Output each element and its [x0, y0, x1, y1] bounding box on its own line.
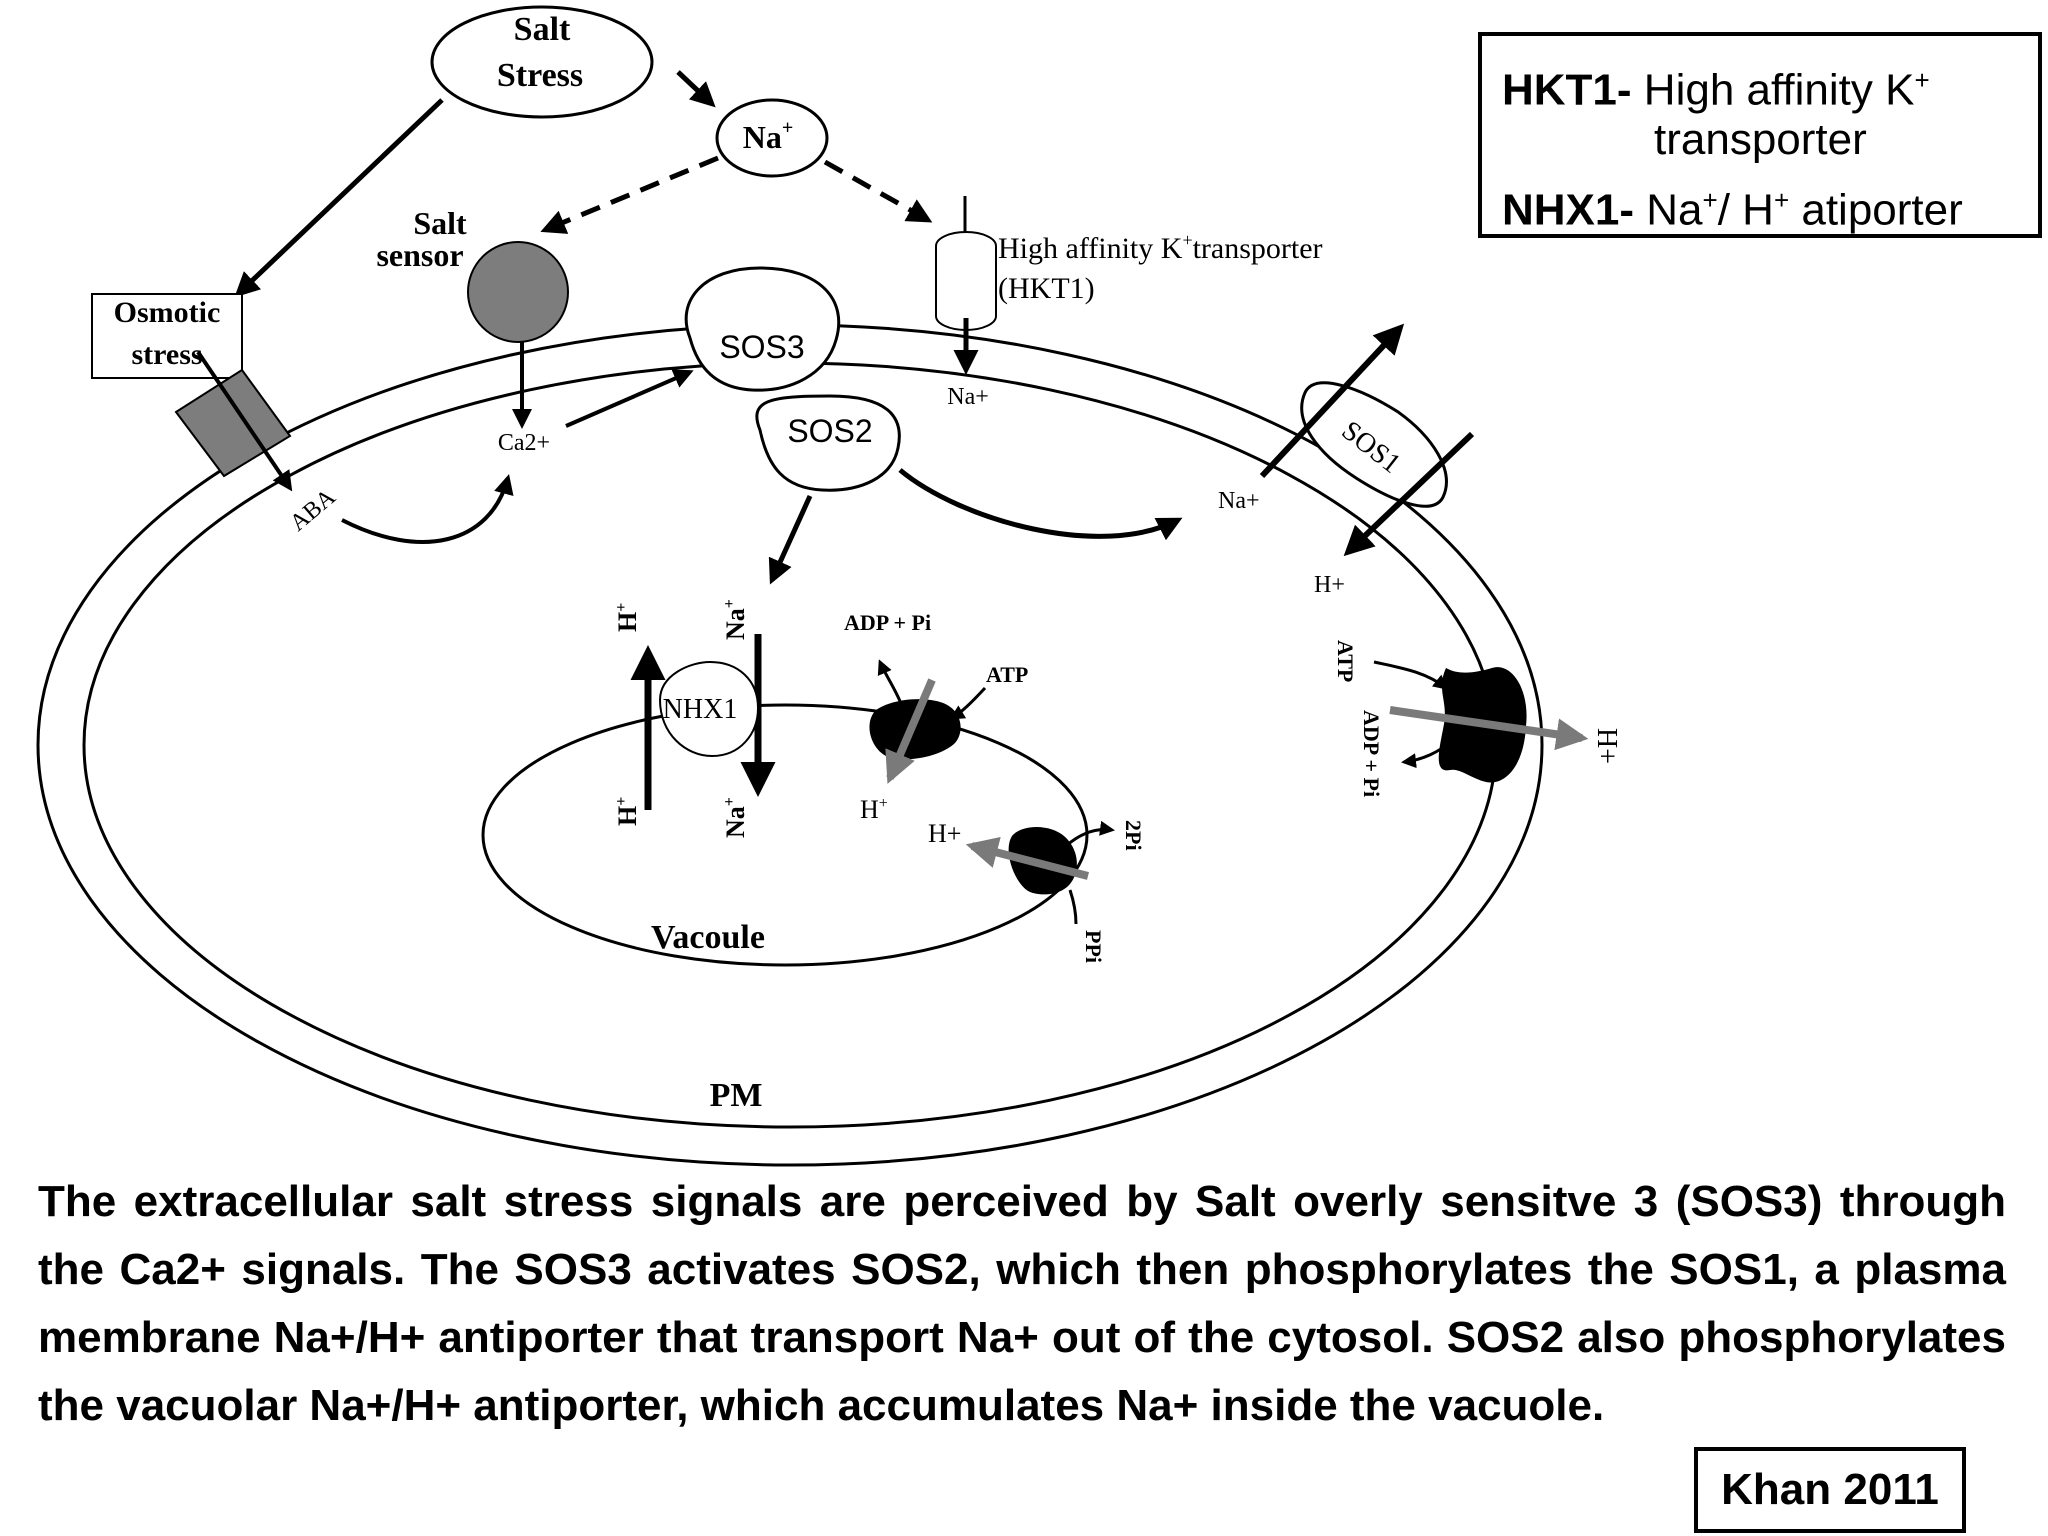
h-nhx1-in-label: H+ [613, 797, 642, 826]
sos3-node [684, 266, 841, 392]
arrow-na-to-sensor [540, 155, 719, 234]
arrow-aba-to-ca [341, 474, 514, 544]
citation-credit: Khan 2011 [1694, 1447, 1966, 1533]
h-sos1-label: H+ [1314, 572, 1345, 598]
pm-label: PM [710, 1077, 763, 1114]
hkt1-cylinder [936, 246, 996, 316]
figure-caption: The extracellular salt stress signals ar… [38, 1177, 2006, 1430]
legend-nhx1-def-mid: / H [1717, 185, 1774, 235]
two-pi-output [1065, 820, 1115, 848]
legend-nhx1-sup-2: + [1773, 185, 1790, 215]
arrow-sos2-to-sos1 [898, 468, 1183, 541]
osmotic-stress-box [91, 293, 243, 379]
h-vac-atp-label: H+ [860, 795, 888, 824]
na-hkt-label: Na+ [947, 384, 989, 410]
salt-stress-node [430, 5, 654, 119]
arrow-salt-to-na [676, 70, 716, 108]
adp-pm-output [1401, 738, 1454, 769]
arrow-osmotic-to-aba [196, 350, 293, 492]
legend-hkt1-term: HKT1- [1502, 65, 1632, 115]
h-nhx1-out-label: H+ [613, 603, 642, 632]
adp-vac-output [877, 659, 904, 707]
arrow-salt-to-osmotic [234, 98, 444, 298]
arrow-na-to-hkt1 [823, 159, 933, 223]
legend-hkt1-row: HKT1- High affinity K+ [1502, 50, 1930, 121]
atp-pm-label: ATP [1333, 640, 1358, 682]
hkt1-label: High affinity K+transporter [998, 230, 1323, 265]
atp-vac-input [949, 686, 987, 720]
two-pi-label: 2Pi [1121, 820, 1146, 851]
salt-stress-label-2: Stress [497, 57, 583, 94]
na-ion-label: Na+ [743, 117, 794, 155]
sos3-label: SOS3 [719, 329, 804, 365]
adp-pi-pm-label: ADP + Pi [1359, 710, 1384, 797]
sos2-node [755, 394, 901, 492]
legend-nhx1-def: Na [1646, 185, 1703, 235]
abbreviation-legend: HKT1- High affinity K+ transporter NHX1-… [1478, 32, 2042, 238]
na-nhx1-in-label: Na+ [721, 797, 750, 838]
salt-sensor-label-2: sensor [376, 237, 463, 273]
arrow-sos2-to-nhx1 [768, 494, 813, 585]
arrow-ca-to-sos3 [565, 369, 694, 428]
osmotic-stress-label-2: stress [131, 338, 202, 371]
arrow-sos1-na-out [1259, 323, 1405, 479]
h-pm-out-label: H+ [1591, 728, 1622, 764]
vacuole-label: Vacoule [651, 919, 765, 956]
arrow-pm-h-out [1389, 706, 1589, 751]
salt-stress-pathway-diagram: Salt Stress Na+ Salt sensor Osmotic stre… [36, 5, 1622, 1167]
arrow-vac-h-in [885, 678, 936, 784]
na-sos1-label: Na+ [1218, 488, 1260, 514]
adp-pi-vac-label: ADP + Pi [844, 610, 931, 635]
hkt1-label-abbrev: (HKT1) [998, 272, 1095, 305]
salt-stress-label-1: Salt [514, 11, 571, 48]
nhx1-protein [658, 660, 760, 758]
atp-pm-input [1373, 660, 1449, 690]
legend-hkt1-def: High affinity K [1643, 65, 1915, 115]
atp-vac-label: ATP [986, 662, 1028, 687]
h-vac-ppi-label: H+ [928, 819, 961, 848]
salt-sensor-protein [467, 241, 569, 343]
ca2-label: Ca2+ [498, 430, 550, 456]
legend-nhx1-term: NHX1- [1502, 185, 1635, 235]
arrow-vac-ppi-h-in [965, 836, 1090, 880]
legend-nhx1-row: NHX1- Na+/ H+ atiporter [1502, 170, 1963, 241]
sos2-label: SOS2 [787, 413, 872, 449]
legend-nhx1-sup-1: + [1702, 185, 1718, 215]
sos1-protein [1300, 381, 1448, 508]
aba-label: ABA [285, 484, 341, 537]
ppi-input [1068, 889, 1078, 925]
osmotic-stress-label-1: Osmotic [114, 296, 221, 329]
arrow-sos1-h-in [1343, 431, 1475, 557]
nhx1-label: NHX1 [663, 694, 738, 725]
legend-hkt1-sup: + [1914, 65, 1930, 95]
legend-nhx1-def-end: atiporter [1801, 185, 1963, 235]
salt-sensor-label-1: Salt [413, 205, 467, 241]
na-nhx1-out-label: Na+ [721, 599, 750, 640]
ppi-label: PPi [1081, 930, 1106, 963]
vacuole-membrane [481, 703, 1089, 967]
legend-hkt1-row-2: transporter [1654, 115, 1867, 164]
na-ion-node [715, 98, 829, 178]
